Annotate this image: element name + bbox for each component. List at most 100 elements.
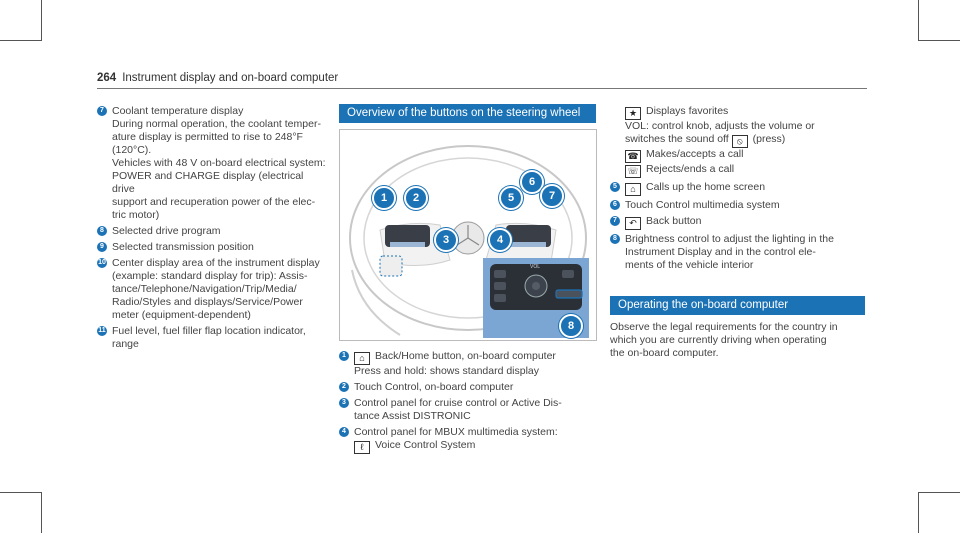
body-line: the on-board computer. <box>610 347 719 359</box>
phone-reject-icon: ☏ <box>625 165 641 178</box>
item-text: Control panel for MBUX multimedia system… <box>354 426 558 438</box>
crop-mark <box>918 0 919 41</box>
icon-line-text: Displays favorites <box>646 105 729 117</box>
list-item: 1 ⌂ Back/Home button, on-board computer P… <box>339 350 599 378</box>
crop-mark <box>0 40 42 41</box>
header-rule <box>97 88 867 89</box>
list-item: 9 Selected transmission position <box>97 241 327 254</box>
crop-mark <box>918 492 960 493</box>
mute-text: switches the sound off <box>625 133 729 145</box>
item-number: 10 <box>97 258 107 268</box>
item-text: Back button <box>646 215 702 227</box>
item-number: 8 <box>97 226 107 236</box>
item-text: Touch Control, on-board computer <box>354 381 514 393</box>
item-number: 6 <box>610 200 620 210</box>
item-text: Fuel level, fuel filler flap location in… <box>112 325 306 337</box>
body-line: Observe the legal requirements for the c… <box>610 321 838 333</box>
press-text: (press) <box>752 133 786 145</box>
item-detail: (example: standard display for trip): As… <box>112 270 308 282</box>
item-detail: Instrument Display and in the control el… <box>625 246 816 258</box>
steering-wheel-illustration: VOL <box>349 145 589 338</box>
crop-mark <box>0 492 42 493</box>
item-number: 7 <box>97 106 107 116</box>
steering-wheel-figure: VOL 1 2 3 4 5 6 7 8 <box>339 129 597 341</box>
item-text: Calls up the home screen <box>646 181 766 193</box>
icon-line-text: Rejects/ends a call <box>646 163 735 175</box>
item-detail: tance Assist DISTRONIC <box>354 410 471 422</box>
item-detail: Radio/Styles and displays/Service/Power <box>112 296 303 308</box>
list-item: 8 Brightness control to adjust the light… <box>610 233 865 272</box>
section-title-bar: Operating the on-board computer <box>610 296 865 315</box>
right-column: ★ Displays favorites VOL: control knob, a… <box>610 105 865 360</box>
item-detail: (120°C). <box>112 144 152 156</box>
item-detail: meter (equipment-dependent) <box>112 309 251 321</box>
item-number: 1 <box>339 351 349 361</box>
item-detail: During normal operation, the coolant tem… <box>112 118 321 130</box>
item-text: Coolant temperature display <box>112 105 244 117</box>
body-line: which you are currently driving when ope… <box>610 334 827 346</box>
item-number: 7 <box>610 216 620 226</box>
crop-mark <box>41 0 42 41</box>
icon-line: ☎ Makes/accepts a call <box>610 148 865 163</box>
icon-line: ☏ Rejects/ends a call <box>610 163 865 178</box>
home-icon: ⌂ <box>625 183 641 196</box>
list-item: 11 Fuel level, fuel filler flap location… <box>97 325 327 351</box>
page-header: 264 Instrument display and on-board compu… <box>97 72 338 84</box>
list-item: 2 Touch Control, on-board computer <box>339 381 599 394</box>
item-text: Control panel for cruise control or Acti… <box>354 397 562 409</box>
icon-line-text: Makes/accepts a call <box>646 148 744 160</box>
list-item: 5 ⌂ Calls up the home screen <box>610 181 865 196</box>
list-item: 6 Touch Control multimedia system <box>610 199 865 212</box>
page-number: 264 <box>97 72 117 84</box>
section-title-bar: Overview of the buttons on the steering … <box>339 104 596 123</box>
callout-3: 3 <box>434 228 458 252</box>
page-title: Instrument display and on-board computer <box>122 72 339 84</box>
mute-line: switches the sound off ⦸ (press) <box>610 133 865 148</box>
item-number: 5 <box>610 182 620 192</box>
left-column: 7 Coolant temperature display During nor… <box>97 105 327 354</box>
callout-8: 8 <box>559 314 583 338</box>
item-number: 9 <box>97 242 107 252</box>
back-icon: ↶ <box>625 217 641 230</box>
item-number: 8 <box>610 234 620 244</box>
voice-control-icon: ℓ <box>354 441 370 454</box>
item-text: Brightness control to adjust the lightin… <box>625 233 834 245</box>
voice-control-text: Voice Control System <box>375 439 476 451</box>
item-text: Back/Home button, on-board computer <box>375 350 556 362</box>
callout-5: 5 <box>499 186 523 210</box>
callout-4: 4 <box>488 228 512 252</box>
icon-line: ★ Displays favorites <box>610 105 865 120</box>
item-number: 4 <box>339 427 349 437</box>
list-item: 3 Control panel for cruise control or Ac… <box>339 397 599 423</box>
crop-mark <box>918 492 919 533</box>
item-text: Selected drive program <box>112 225 221 237</box>
back-home-icon: ⌂ <box>354 352 370 365</box>
item-detail: ments of the vehicle interior <box>625 259 754 271</box>
mid-legend: 1 ⌂ Back/Home button, on-board computer P… <box>339 350 599 457</box>
list-item: 10 Center display area of the instrument… <box>97 257 327 322</box>
item-detail: ature display is permitted to rise to 24… <box>112 131 303 143</box>
item-detail: POWER and CHARGE display (electrical dri… <box>112 170 304 195</box>
list-item: 4 Control panel for MBUX multimedia syst… <box>339 426 599 454</box>
list-item: 8 Selected drive program <box>97 225 327 238</box>
list-item: 7 ↶ Back button <box>610 215 865 230</box>
item-text: Touch Control multimedia system <box>625 199 780 211</box>
item-detail: support and recuperation power of the el… <box>112 196 316 208</box>
crop-mark <box>41 492 42 533</box>
item-detail: Vehicles with 48 V on-board electrical s… <box>112 157 326 169</box>
vol-text: VOL: control knob, adjusts the volume or <box>625 120 815 132</box>
phone-accept-icon: ☎ <box>625 150 641 163</box>
callout-7: 7 <box>540 184 564 208</box>
item-text: Center display area of the instrument di… <box>112 257 320 269</box>
mute-icon: ⦸ <box>731 135 748 148</box>
item-number: 2 <box>339 382 349 392</box>
vol-label: VOL <box>530 264 540 270</box>
item-detail: tance/Telephone/Navigation/Trip/Media/ <box>112 283 297 295</box>
star-icon: ★ <box>625 107 641 120</box>
section-body: Observe the legal requirements for the c… <box>610 321 865 360</box>
item-detail: tric motor) <box>112 209 160 221</box>
list-item: 7 Coolant temperature display During nor… <box>97 105 327 222</box>
item-detail: Press and hold: shows standard display <box>354 365 540 377</box>
item-detail: range <box>112 338 139 350</box>
item-text: Selected transmission position <box>112 241 254 253</box>
